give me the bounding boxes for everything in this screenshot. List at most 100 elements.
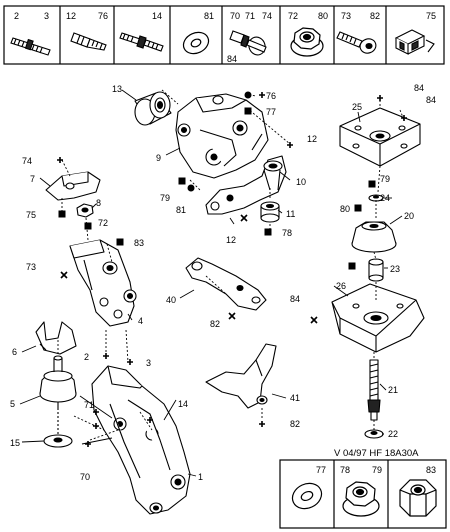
box7-label-a: 73 xyxy=(341,11,351,21)
bottom-box2-label-b: 79 xyxy=(372,465,382,475)
part-6-mount xyxy=(35,321,77,355)
callout-2: 2 xyxy=(84,352,89,362)
bottom-box2-label-a: 78 xyxy=(340,465,350,475)
callout-77: 77 xyxy=(266,107,276,117)
part-20-mount xyxy=(351,221,397,253)
callout-14: 14 xyxy=(178,399,188,409)
box5-label-d: 84 xyxy=(227,54,237,64)
callout-75: 75 xyxy=(26,210,36,220)
hex-nut-icon xyxy=(399,479,437,517)
part-21-stud xyxy=(367,359,381,421)
callout-12a: 12 xyxy=(307,134,317,144)
box5-label-c: 74 xyxy=(262,11,272,21)
callout-5: 5 xyxy=(10,399,15,409)
callout-21: 21 xyxy=(388,385,398,395)
part-15-washer xyxy=(43,412,73,448)
part-5-rubber-mount xyxy=(39,355,77,410)
callout-12b: 12 xyxy=(226,235,236,245)
callout-23: 23 xyxy=(390,264,400,274)
bottom-box1-label: 77 xyxy=(316,465,326,475)
callout-8: 8 xyxy=(96,198,101,208)
long-stud-icon xyxy=(10,37,51,56)
part-10-torque-arm xyxy=(205,155,287,215)
callout-83: 83 xyxy=(134,238,144,248)
callout-84a: 84 xyxy=(414,83,424,93)
bottom-box3-label: 83 xyxy=(426,465,436,475)
flange-nut-icon xyxy=(290,27,324,57)
box5-label-b: 71 xyxy=(245,11,255,21)
callout-84c: 84 xyxy=(290,294,300,304)
callout-81: 81 xyxy=(176,205,186,215)
part-22-washer xyxy=(364,429,384,439)
callout-15: 15 xyxy=(10,438,20,448)
stud-with-collar-icon xyxy=(119,32,164,52)
callout-11: 11 xyxy=(286,209,295,219)
box2-label-b: 76 xyxy=(98,11,108,21)
callout-10: 10 xyxy=(296,177,306,187)
callout-73: 73 xyxy=(26,262,36,272)
callout-78: 78 xyxy=(282,228,292,238)
callout-20: 20 xyxy=(404,211,414,221)
callout-84b: 84 xyxy=(426,95,436,105)
part-7-cover xyxy=(45,171,101,201)
bolt-with-washer-icon xyxy=(229,30,267,56)
callout-76: 76 xyxy=(266,91,276,101)
callout-24: 24 xyxy=(380,193,390,203)
flange-nut-icon xyxy=(342,481,380,517)
callout-6: 6 xyxy=(12,347,17,357)
reference-code: V 04/97 HF 18A30A xyxy=(334,448,419,459)
part-23-spacer xyxy=(368,258,384,282)
box5-label-a: 70 xyxy=(230,11,240,21)
part-4-left-bracket xyxy=(69,239,137,327)
box7-label-b: 82 xyxy=(370,11,380,21)
callout-9: 9 xyxy=(156,153,161,163)
box6-label-b: 80 xyxy=(318,11,328,21)
callout-79a: 79 xyxy=(160,193,170,203)
clip-nut-icon xyxy=(394,29,435,55)
box3-label: 14 xyxy=(152,11,162,21)
part-8-nut xyxy=(76,203,94,218)
part-41-arm xyxy=(205,343,277,409)
callout-1: 1 xyxy=(198,472,203,482)
washer-icon xyxy=(182,31,210,55)
callout-74: 74 xyxy=(22,156,32,166)
part-9-upper-bracket xyxy=(175,93,269,179)
callout-13: 13 xyxy=(112,84,122,94)
box1-label-a: 2 xyxy=(14,11,19,21)
part-13-bush xyxy=(134,91,172,126)
box4-label: 81 xyxy=(204,11,214,21)
callout-22: 22 xyxy=(388,429,398,439)
box6-label-a: 72 xyxy=(288,11,298,21)
washer-icon xyxy=(291,482,323,510)
callout-71: 71 xyxy=(84,400,94,410)
callout-25: 25 xyxy=(352,102,362,112)
parts-drawing xyxy=(35,91,425,515)
top-fastener-strip xyxy=(3,5,445,65)
box8-label: 75 xyxy=(426,11,436,21)
part-24-washer xyxy=(368,194,384,202)
bottom-fastener-strip xyxy=(279,459,447,529)
part-26-base-plate xyxy=(331,283,425,353)
part-40-arm xyxy=(185,257,267,311)
callout-4: 4 xyxy=(138,316,143,326)
part-11-bush xyxy=(260,201,280,223)
callout-79b: 79 xyxy=(380,174,390,184)
callout-80: 80 xyxy=(340,204,350,214)
box1-label-b: 3 xyxy=(44,11,49,21)
callout-70: 70 xyxy=(80,472,90,482)
part-1-lower-bracket xyxy=(91,365,191,515)
callout-7: 7 xyxy=(30,174,35,184)
callout-40: 40 xyxy=(166,295,176,305)
callout-82a: 82 xyxy=(210,319,220,329)
callout-41: 41 xyxy=(290,393,300,403)
callout-labels: 13 9 76 77 12 10 79 81 11 12 78 74 7 8 7… xyxy=(10,83,436,482)
callout-26: 26 xyxy=(336,281,346,291)
box2-label-a: 12 xyxy=(66,11,76,21)
callout-72: 72 xyxy=(98,218,108,228)
leader-lines xyxy=(19,89,403,477)
callout-82b: 82 xyxy=(290,419,300,429)
part-25-top-plate xyxy=(339,107,421,167)
bolt-icon xyxy=(70,32,107,51)
socket-bolt-icon xyxy=(336,31,377,54)
